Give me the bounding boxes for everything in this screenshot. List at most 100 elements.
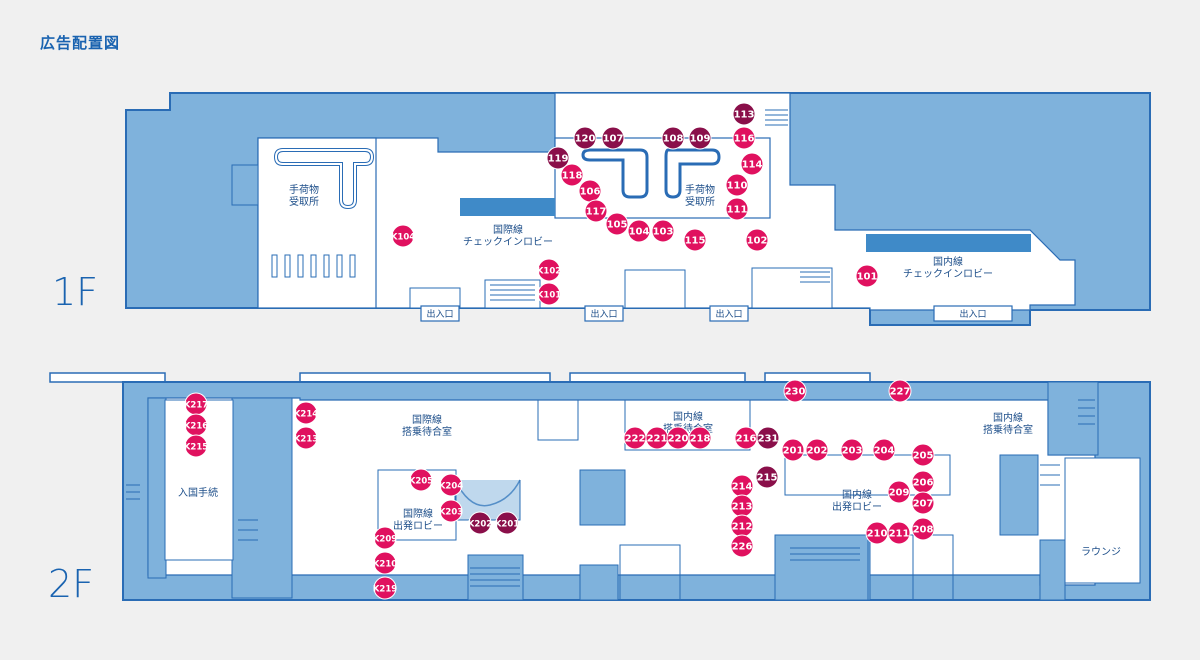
ad-pin-113[interactable]: 113 <box>732 102 756 126</box>
svg-text:109: 109 <box>690 134 711 145</box>
svg-text:K201: K201 <box>495 520 519 530</box>
svg-text:出入口: 出入口 <box>590 308 617 320</box>
svg-text:K219: K219 <box>373 585 397 595</box>
ad-pin-231[interactable]: 231 <box>756 426 780 450</box>
svg-text:227: 227 <box>890 387 911 398</box>
ad-pin-221[interactable]: 221 <box>645 426 669 450</box>
svg-text:116: 116 <box>734 134 755 145</box>
svg-text:202: 202 <box>807 446 828 457</box>
entrance-1: 出入口 <box>420 305 460 322</box>
ad-pin-104[interactable]: 104 <box>627 219 651 243</box>
ad-pin-213[interactable]: 213 <box>730 494 754 518</box>
floor-1f: 手荷物 受取所 手荷物 受取所 国際線 チェックインロビー 国内線 チェックイン… <box>52 92 1151 326</box>
ad-pin-202[interactable]: 202 <box>805 438 829 462</box>
ad-pin-k104[interactable]: K104 <box>391 224 415 248</box>
ad-pin-230[interactable]: 230 <box>783 379 807 403</box>
svg-text:204: 204 <box>874 446 895 457</box>
svg-text:209: 209 <box>889 488 910 499</box>
ad-pin-k205[interactable]: K205 <box>409 468 433 492</box>
svg-text:120: 120 <box>575 134 596 145</box>
svg-text:216: 216 <box>736 434 757 445</box>
ad-pin-107[interactable]: 107 <box>601 126 625 150</box>
ad-pin-209[interactable]: 209 <box>887 480 911 504</box>
ad-pin-218[interactable]: 218 <box>688 426 712 450</box>
svg-text:K205: K205 <box>409 477 433 487</box>
intl-waiting-label-1: 国際線 <box>412 413 442 426</box>
ad-pin-k202[interactable]: K202 <box>468 511 492 535</box>
svg-text:K101: K101 <box>537 291 561 301</box>
svg-text:K210: K210 <box>373 560 397 570</box>
svg-text:101: 101 <box>857 272 878 283</box>
ad-pin-215[interactable]: 215 <box>755 465 779 489</box>
dom-waiting-mid-label-1: 国内線 <box>673 410 703 423</box>
ad-pin-k204[interactable]: K204 <box>439 473 463 497</box>
svg-text:208: 208 <box>913 525 934 536</box>
ad-pin-k213[interactable]: K213 <box>294 426 318 450</box>
svg-text:K204: K204 <box>439 482 463 492</box>
ad-pin-204[interactable]: 204 <box>872 438 896 462</box>
ad-pin-116[interactable]: 116 <box>732 126 756 150</box>
svg-text:210: 210 <box>867 529 888 540</box>
ad-pin-117[interactable]: 117 <box>584 199 608 223</box>
ad-pin-226[interactable]: 226 <box>730 534 754 558</box>
svg-text:K216: K216 <box>184 422 208 432</box>
ad-pin-k217[interactable]: K217 <box>184 392 208 416</box>
ad-pin-k101[interactable]: K101 <box>537 282 561 306</box>
svg-text:221: 221 <box>647 434 668 445</box>
ad-pin-106[interactable]: 106 <box>578 179 602 203</box>
ad-pin-k209[interactable]: K209 <box>373 526 397 550</box>
ad-pin-105[interactable]: 105 <box>605 212 629 236</box>
ad-pin-210[interactable]: 210 <box>865 521 889 545</box>
ad-pin-119[interactable]: 119 <box>546 146 570 170</box>
baggage-east-label-1: 手荷物 <box>685 183 715 196</box>
ad-pin-205[interactable]: 205 <box>911 443 935 467</box>
ad-pin-222[interactable]: 222 <box>623 426 647 450</box>
svg-text:231: 231 <box>758 434 779 445</box>
svg-text:222: 222 <box>625 434 646 445</box>
ad-pin-k219[interactable]: K219 <box>373 576 397 600</box>
ad-pin-207[interactable]: 207 <box>911 491 935 515</box>
entrance-2: 出入口 <box>584 305 624 322</box>
ad-pin-201[interactable]: 201 <box>781 438 805 462</box>
ad-pin-216[interactable]: 216 <box>734 426 758 450</box>
floor-label-2f: 2F <box>48 562 94 606</box>
ad-pin-212[interactable]: 212 <box>730 514 754 538</box>
ad-pin-110[interactable]: 110 <box>725 173 749 197</box>
ad-pin-118[interactable]: 118 <box>560 163 584 187</box>
ad-pin-k203[interactable]: K203 <box>439 499 463 523</box>
ad-pin-109[interactable]: 109 <box>688 126 712 150</box>
ad-pin-103[interactable]: 103 <box>651 219 675 243</box>
svg-text:K203: K203 <box>439 508 463 518</box>
svg-text:103: 103 <box>653 227 674 238</box>
svg-text:114: 114 <box>742 160 763 171</box>
ad-pin-k210[interactable]: K210 <box>373 551 397 575</box>
ad-pin-102[interactable]: 102 <box>745 228 769 252</box>
ad-pin-120[interactable]: 120 <box>573 126 597 150</box>
ad-pin-214[interactable]: 214 <box>730 474 754 498</box>
ad-pin-114[interactable]: 114 <box>740 152 764 176</box>
ad-pin-206[interactable]: 206 <box>911 470 935 494</box>
ad-pin-k201[interactable]: K201 <box>495 511 519 535</box>
svg-text:出入口: 出入口 <box>426 308 453 320</box>
ad-pin-208[interactable]: 208 <box>911 517 935 541</box>
ad-pin-108[interactable]: 108 <box>661 126 685 150</box>
ad-pin-k214[interactable]: K214 <box>294 401 318 425</box>
svg-text:K209: K209 <box>373 535 397 545</box>
ad-pin-203[interactable]: 203 <box>840 438 864 462</box>
ad-pin-111[interactable]: 111 <box>725 197 749 221</box>
ad-pin-k102[interactable]: K102 <box>537 258 561 282</box>
ad-pin-227[interactable]: 227 <box>888 379 912 403</box>
intl-checkin-label-2: チェックインロビー <box>463 236 553 248</box>
svg-text:220: 220 <box>668 434 689 445</box>
svg-text:111: 111 <box>727 205 748 216</box>
svg-text:K202: K202 <box>468 520 492 530</box>
dom-waiting-east-label-1: 国内線 <box>993 411 1023 424</box>
svg-text:110: 110 <box>727 181 748 192</box>
ad-pin-220[interactable]: 220 <box>666 426 690 450</box>
ad-pin-k215[interactable]: K215 <box>184 434 208 458</box>
ad-pin-101[interactable]: 101 <box>855 264 879 288</box>
ad-pin-115[interactable]: 115 <box>683 228 707 252</box>
ad-pin-211[interactable]: 211 <box>887 521 911 545</box>
svg-text:118: 118 <box>562 171 583 182</box>
